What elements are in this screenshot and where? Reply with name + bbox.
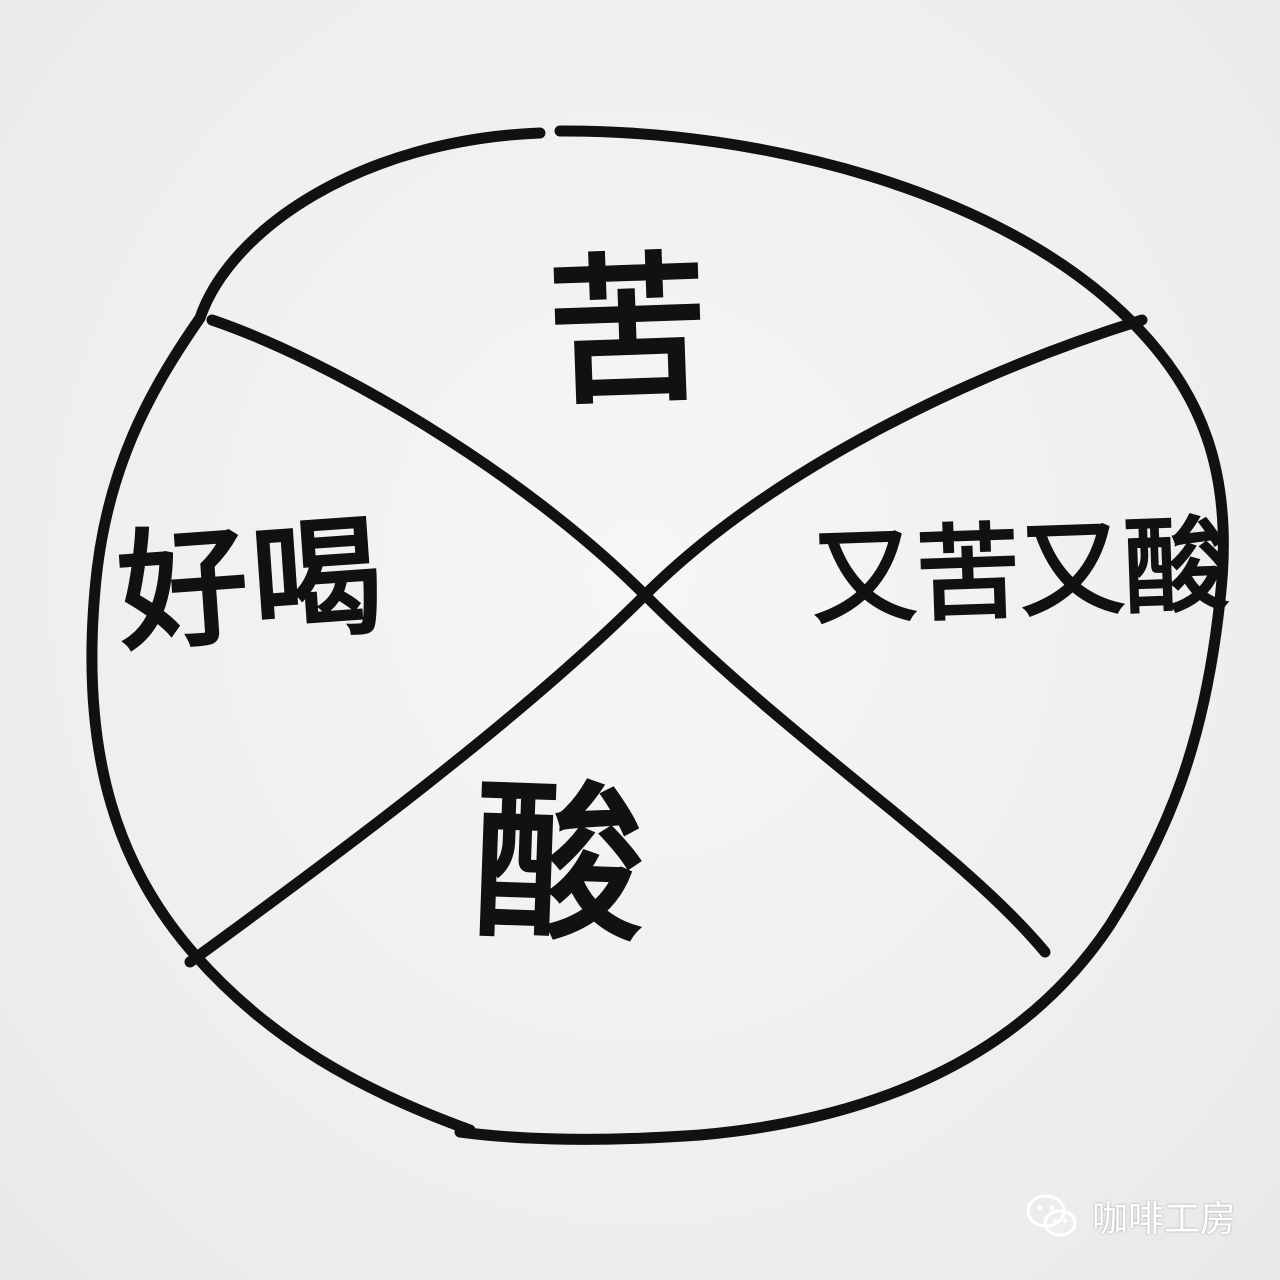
quadrant-label-bottom: 酸 xyxy=(470,763,652,967)
watermark: 咖啡工房 xyxy=(1026,1190,1236,1242)
divider-line-topright-to-bottomleft xyxy=(184,314,1148,968)
quadrant-label-right: 又苦又酸 xyxy=(809,503,1231,641)
circle-outline-right xyxy=(454,125,1229,1145)
watermark-text: 咖啡工房 xyxy=(1091,1199,1236,1240)
circle-outline-left xyxy=(86,127,546,1136)
quadrant-label-top: 苦 xyxy=(544,235,716,428)
wechat-icon xyxy=(1026,1194,1077,1237)
quadrant-label-left: 好喝 xyxy=(113,499,391,671)
